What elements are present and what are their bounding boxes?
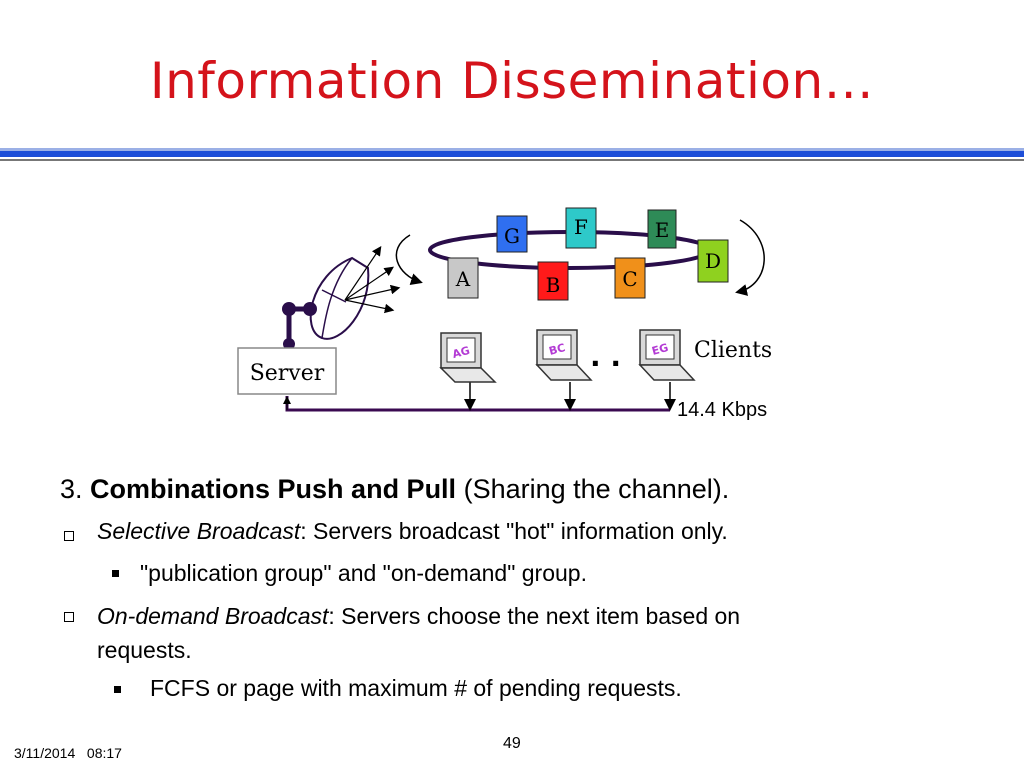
item-text: : Servers broadcast "hot" information on…	[300, 518, 728, 544]
ring-item-label: C	[622, 267, 637, 291]
ring-item-label: G	[504, 224, 520, 248]
server-box	[237, 347, 337, 395]
rotation-arrow-left	[395, 234, 423, 285]
ring-item-b: B	[537, 261, 569, 301]
slide-title: Information Dissemination…	[149, 52, 875, 110]
rotation-arrow-right	[735, 219, 765, 296]
section-heading: 3. Combinations Push and Pull (Sharing t…	[60, 474, 729, 505]
satellite-dish-icon	[282, 246, 401, 350]
list-item: On-demand Broadcast: Servers choose the …	[97, 599, 740, 667]
bus-wire	[285, 396, 670, 412]
heading-bold: Combinations Push and Pull	[90, 474, 457, 504]
server-label: Server	[250, 361, 325, 386]
item-text: : Servers choose the next item based on	[328, 603, 741, 629]
ring-item-g: G	[496, 215, 528, 253]
bullet-hollow-square-icon	[64, 612, 74, 622]
ring-item-f: F	[565, 207, 597, 249]
clients-label: Clients	[694, 338, 772, 363]
client-screen-label: AG	[451, 344, 471, 361]
heading-number: 3.	[60, 474, 83, 504]
broadcast-diagram: G F E D C B A Server	[237, 207, 772, 421]
ring-item-label: B	[546, 273, 561, 297]
list-subitem: FCFS or page with maximum # of pending r…	[150, 675, 682, 701]
ring-item-label: F	[574, 215, 588, 239]
list-item: Selective Broadcast: Servers broadcast "…	[97, 518, 728, 545]
ring-item-label: E	[655, 218, 670, 242]
laptop-icon: EG	[638, 329, 696, 381]
laptop-icon: BC	[535, 329, 593, 381]
ring-item-c: C	[614, 257, 646, 299]
ring-item-d: D	[697, 239, 729, 283]
bullet-hollow-square-icon	[64, 531, 74, 541]
ellipsis-dots: . .	[590, 340, 621, 373]
ring-item-e: E	[647, 209, 677, 249]
heading-rest: (Sharing the channel).	[463, 474, 730, 504]
bullet-filled-square-icon	[114, 686, 121, 693]
ring-item-a: A	[447, 257, 479, 299]
bandwidth-label: 14.4 Kbps	[677, 399, 767, 421]
title-divider	[0, 148, 1024, 161]
client-screen-label: EG	[650, 341, 669, 358]
item-text-continued: requests.	[97, 637, 192, 663]
footer-date: 3/11/2014 08:17	[14, 745, 122, 761]
laptop-icon: AG	[439, 332, 497, 383]
bullet-filled-square-icon	[112, 570, 119, 577]
client-screen-label: BC	[547, 341, 566, 358]
ring-item-label: A	[455, 267, 471, 291]
ring-item-label: D	[705, 249, 721, 273]
page-number: 49	[503, 735, 521, 752]
list-subitem: "publication group" and "on-demand" grou…	[140, 560, 587, 586]
item-italic: On-demand Broadcast	[97, 603, 329, 629]
item-italic: Selective Broadcast	[97, 518, 301, 544]
